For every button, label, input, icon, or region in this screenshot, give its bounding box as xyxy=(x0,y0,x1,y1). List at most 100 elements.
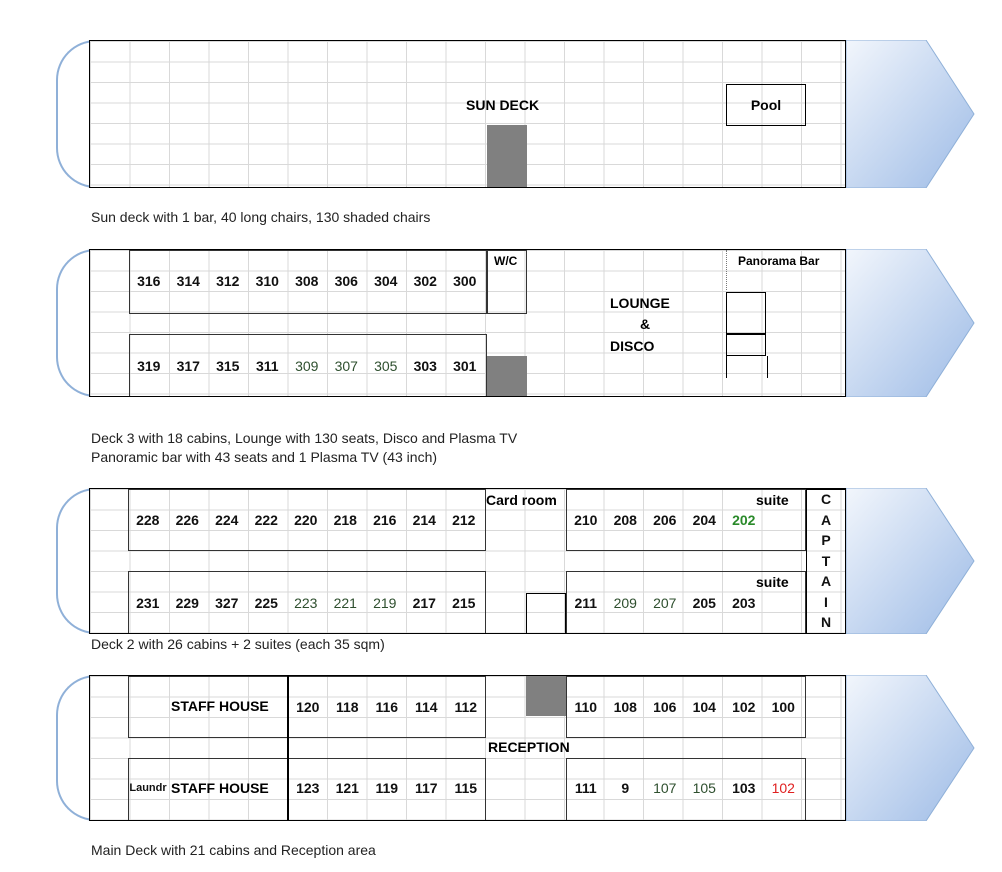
cabin: 229 xyxy=(175,595,199,611)
cabin: 319 xyxy=(137,358,161,374)
cabin: 102 xyxy=(732,699,756,715)
cabin: 315 xyxy=(216,358,240,374)
cabin: 316 xyxy=(137,273,161,289)
cabin: 103 xyxy=(732,780,756,796)
cabin: 305 xyxy=(374,358,398,374)
panorama-bar-counter xyxy=(726,292,766,334)
cabin: 121 xyxy=(335,780,359,796)
deck-2-bottom-aft-block xyxy=(128,571,486,633)
main-bottom-fwd-block xyxy=(566,758,806,820)
cabin: 110 xyxy=(574,699,598,715)
cabin: 219 xyxy=(373,595,397,611)
cabin: 105 xyxy=(692,780,716,796)
cabin: 212 xyxy=(452,512,476,528)
captain-letter: P xyxy=(821,532,831,548)
cabin: 207 xyxy=(653,595,677,611)
suite-bottom-label: suite xyxy=(756,574,789,590)
suite-top-label: suite xyxy=(756,492,789,508)
captain-letter: T xyxy=(821,552,831,569)
cabin: 300 xyxy=(453,273,477,289)
main-deck-hull: STAFF HOUSE STAFF HOUSE Laundr RECEPTION… xyxy=(89,675,846,821)
cabin: 211 xyxy=(574,595,598,611)
captain-letter: C xyxy=(820,491,832,507)
deck-2-bottom-fwd-block xyxy=(566,571,806,633)
staff-house-top: STAFF HOUSE xyxy=(171,698,269,714)
cabin: 9 xyxy=(621,780,630,796)
cabin: 311 xyxy=(255,358,279,374)
cabin: 327 xyxy=(215,595,239,611)
lounge-label-1: LOUNGE xyxy=(610,295,670,311)
cabin: 228 xyxy=(136,512,160,528)
cabin: 307 xyxy=(334,358,358,374)
cabin: 117 xyxy=(414,780,438,796)
main-bottom-aft-block xyxy=(128,758,486,820)
cabin: 208 xyxy=(613,512,637,528)
captain-letter: N xyxy=(820,614,832,630)
wc-label: W/C xyxy=(494,254,518,268)
cabin: 224 xyxy=(215,512,239,528)
cabin: 206 xyxy=(653,512,677,528)
sun-deck: SUN DECK Pool Sun deck with 1 bar, 40 lo… xyxy=(0,0,1002,230)
panorama-bar-shelf xyxy=(726,334,766,356)
wc-room xyxy=(487,250,527,314)
main-deck-stairs xyxy=(526,676,566,716)
cabin: 314 xyxy=(176,273,200,289)
cabin: 306 xyxy=(334,273,358,289)
deck-3-stairs xyxy=(487,356,527,396)
sun-deck-bow xyxy=(846,40,975,188)
deck-3-bow xyxy=(846,249,975,397)
cabin: 210 xyxy=(574,512,598,528)
cabin: 303 xyxy=(413,358,437,374)
cabin: 222 xyxy=(254,512,278,528)
sun-deck-label: SUN DECK xyxy=(466,97,540,113)
cabin: 120 xyxy=(296,699,320,715)
sun-deck-hull: SUN DECK Pool xyxy=(89,40,846,188)
lounge-label-2: & xyxy=(640,316,651,332)
cabin: 203 xyxy=(732,595,756,611)
cabin: 220 xyxy=(294,512,318,528)
deck-2-top-aft-block xyxy=(128,489,486,551)
cabin: 218 xyxy=(333,512,357,528)
cabin: 123 xyxy=(296,780,320,796)
panorama-bar-side xyxy=(726,356,768,378)
captain-letter: A xyxy=(820,573,832,589)
deck-2-stair-well xyxy=(526,593,566,633)
main-deck-caption: Main Deck with 21 cabins and Reception a… xyxy=(91,842,376,858)
cabin: 225 xyxy=(254,595,278,611)
deck-2-top-fwd-block xyxy=(566,489,806,551)
cabin: 100 xyxy=(771,699,795,715)
cabin: 115 xyxy=(454,780,478,796)
cabin: 308 xyxy=(295,273,319,289)
captain-letter: A xyxy=(820,511,832,528)
main-top-fwd-block xyxy=(566,676,806,738)
cabin: 118 xyxy=(335,699,359,715)
captain-letter: I xyxy=(824,593,828,610)
cabin: 119 xyxy=(375,780,399,796)
cabin: 317 xyxy=(176,358,200,374)
deck-3-bottom-cabin-block xyxy=(129,334,487,396)
cabin: 204 xyxy=(692,512,716,528)
cabin: 302 xyxy=(413,273,437,289)
card-room-label: Card room xyxy=(486,492,557,508)
cabin: 202 xyxy=(732,512,756,528)
reception-label: RECEPTION xyxy=(488,739,570,755)
cabin: 226 xyxy=(175,512,199,528)
main-top-aft-block xyxy=(128,676,486,738)
cabin: 114 xyxy=(414,699,438,715)
pool-label: Pool xyxy=(750,97,782,113)
cabin: 209 xyxy=(613,595,637,611)
sun-deck-stairs xyxy=(487,125,527,187)
cabin: 312 xyxy=(216,273,240,289)
cabin: 309 xyxy=(295,358,319,374)
cabin: 104 xyxy=(692,699,716,715)
cabin: 214 xyxy=(412,512,436,528)
cabin: 216 xyxy=(373,512,397,528)
deck-3-caption-1: Deck 3 with 18 cabins, Lounge with 130 s… xyxy=(91,430,518,446)
panorama-bar-label: Panorama Bar xyxy=(738,254,820,268)
cabin: 215 xyxy=(452,595,476,611)
